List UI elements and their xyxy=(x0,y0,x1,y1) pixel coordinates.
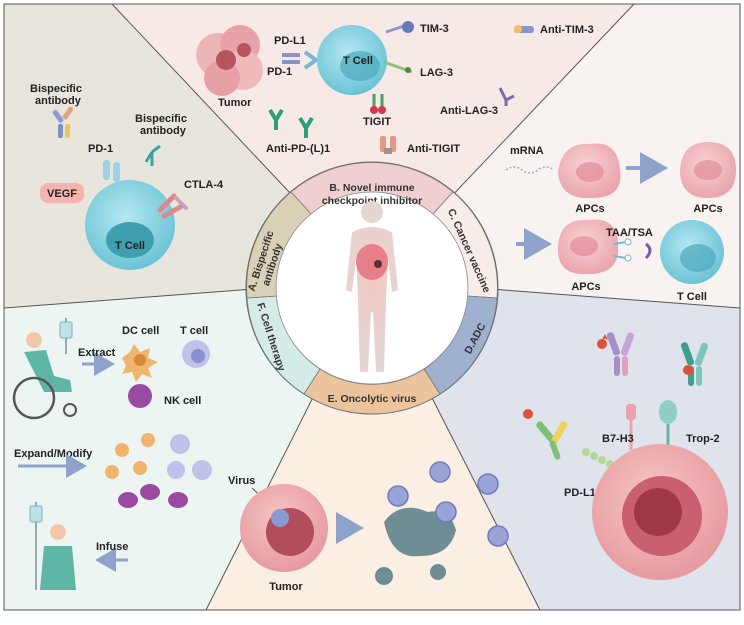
panel-a: Bispecific antibody Bispecific antibody … xyxy=(30,83,224,270)
tcell-b-label: T Cell xyxy=(343,55,373,67)
nk-cell-label: NK cell xyxy=(164,395,201,407)
lag3-receptor-icon xyxy=(383,60,413,74)
pdl1-b-label: PD-L1 xyxy=(274,35,306,47)
pdl1-pd1-binding-icon xyxy=(282,53,300,64)
trop2-label: Trop-2 xyxy=(686,433,720,445)
infuse-label: Infuse xyxy=(96,541,128,553)
mrna-label: mRNA xyxy=(510,145,544,157)
bispecific-label-top-2: antibody xyxy=(35,95,82,107)
tcell-a-nucleus xyxy=(106,222,154,258)
vegf-badge xyxy=(40,183,84,203)
tigit-label: TIGIT xyxy=(363,116,391,128)
apcs-1-label: APCs xyxy=(575,203,604,215)
panel-d: B7-H3 Trop-2 PD-L1 xyxy=(523,332,728,580)
tim3-receptor-icon xyxy=(385,21,414,34)
dc-cell-icon xyxy=(122,344,158,382)
panel-f: Extract DC cell T cell NK cell Expand/Mo… xyxy=(12,318,212,590)
tim3-label: TIM-3 xyxy=(420,23,449,35)
apcs-2-label: APCs xyxy=(693,203,722,215)
ctla4-receptor-icon xyxy=(157,193,188,219)
anti-lag3-antibody-icon xyxy=(498,87,515,106)
anti-pdl1-antibody-icon xyxy=(268,108,314,138)
bispecific-antibody-icon-top xyxy=(52,106,74,138)
anti-tigit-antibody-icon xyxy=(380,136,396,154)
patient-wheelchair-icon xyxy=(12,318,77,420)
apc-1 xyxy=(558,143,621,199)
panel-b: Tumor PD-L1 PD-1 T Cell TIM-3 Anti-TIM-3… xyxy=(196,21,594,155)
tigit-receptor-icon xyxy=(370,94,386,114)
tumor-b-label: Tumor xyxy=(218,97,252,109)
anti-tim3-label: Anti-TIM-3 xyxy=(540,24,594,36)
human-body-illustration xyxy=(346,201,398,372)
virus-label: Virus xyxy=(228,475,255,487)
anti-lag3-label: Anti-LAG-3 xyxy=(440,105,498,117)
antigen-presentation-icon xyxy=(613,238,652,262)
apcs-3-label: APCs xyxy=(571,281,600,293)
dc-cell-label: DC cell xyxy=(122,325,159,337)
b7h3-receptor-icon xyxy=(626,404,636,450)
panel-c: mRNA APCs APCs TAA/TSA APCs T Cell xyxy=(505,142,736,303)
pd1-b-label: PD-1 xyxy=(267,66,292,78)
patient-infusion-icon xyxy=(29,502,76,590)
bispecific-label-mid-2: antibody xyxy=(140,125,187,137)
b7h3-label: B7-H3 xyxy=(602,433,634,445)
ctla4-label: CTLA-4 xyxy=(184,179,224,191)
tumor-cluster-b xyxy=(196,25,263,96)
expanded-cells-icon xyxy=(105,433,212,508)
pd1-label: PD-1 xyxy=(88,143,113,155)
bispecific-antibody-icon-mid xyxy=(144,144,161,166)
adc-antibody-right-icon xyxy=(680,342,709,386)
lag3-label: LAG-3 xyxy=(420,67,453,79)
apc-2 xyxy=(680,142,736,198)
mrna-strand-icon xyxy=(505,166,555,174)
adc-antibody-left-icon xyxy=(523,409,568,460)
nk-cell-icon xyxy=(128,384,152,408)
segment-e-label: E. Oncolytic virus xyxy=(328,393,417,405)
virus-in-tumor-icon xyxy=(271,509,289,527)
expand-modify-label: Expand/Modify xyxy=(14,448,93,460)
oncolytic-virus-particles xyxy=(387,461,509,547)
adc-antibody-top-icon xyxy=(597,332,635,376)
tcell-a-label: T Cell xyxy=(115,240,145,252)
bispecific-label-mid-1: Bispecific xyxy=(135,113,187,125)
segment-b-label-1: B. Novel immune xyxy=(329,182,414,194)
t-cell-f-label: T cell xyxy=(180,325,208,337)
apc-3 xyxy=(557,219,619,275)
extract-label: Extract xyxy=(78,347,116,359)
lungs-icon xyxy=(356,244,388,280)
anti-pdl1-label: Anti-PD-(L)1 xyxy=(266,143,330,155)
pdl1-d-label: PD-L1 xyxy=(564,487,596,499)
lysed-tumor-fragments xyxy=(375,507,456,585)
tcell-c-label: T Cell xyxy=(677,291,707,303)
vegf-label: VEGF xyxy=(47,188,77,200)
anti-tigit-label: Anti-TIGIT xyxy=(407,143,460,155)
outer-frame xyxy=(3,3,741,611)
anti-tim3-antibody-icon xyxy=(514,25,534,33)
bispecific-label-top-1: Bispecific xyxy=(30,83,82,95)
pd1-receptor-icon xyxy=(103,160,120,182)
tumor-e-label: Tumor xyxy=(269,581,303,593)
panel-e: Virus Tumor xyxy=(228,461,509,593)
taa-tsa-label: TAA/TSA xyxy=(606,227,653,239)
